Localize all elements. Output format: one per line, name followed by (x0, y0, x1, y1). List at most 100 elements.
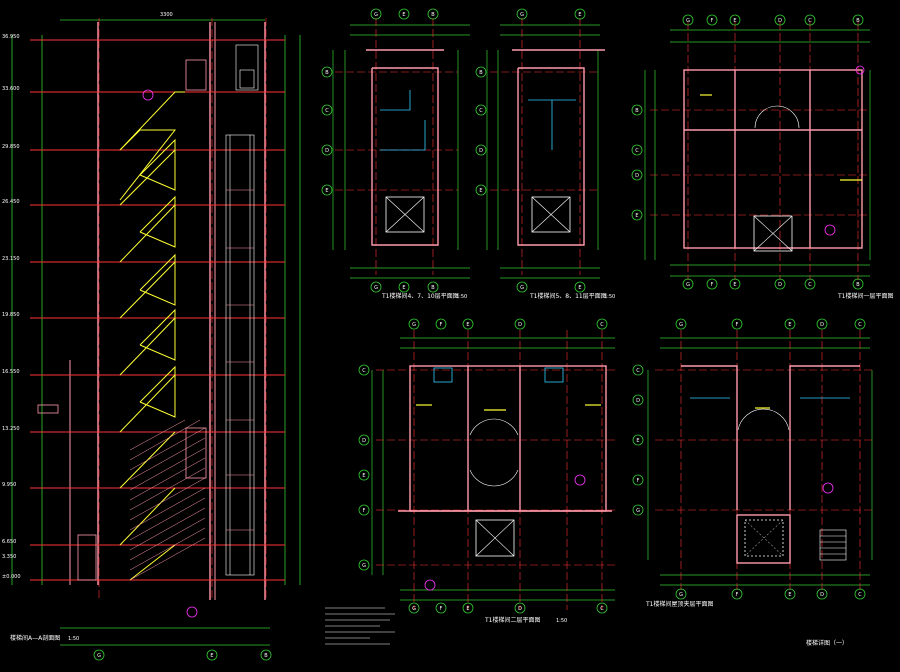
svg-text:E: E (402, 285, 405, 291)
svg-text:C: C (635, 148, 639, 154)
svg-text:C: C (808, 282, 812, 288)
svg-text:D: D (636, 398, 640, 404)
plan3-grid-bottom-bubble: G (682, 278, 694, 290)
svg-text:C: C (600, 322, 604, 328)
svg-text:C: C (325, 108, 329, 114)
section-level-label: 9.950 (2, 482, 16, 488)
svg-text:E: E (733, 282, 736, 288)
plan3-grid-bottom-bubble: C (804, 278, 816, 290)
plan5-grid-top-bubble: F (731, 318, 743, 330)
plan5-grid-bottom-bubble: C (854, 588, 866, 600)
plan4-grid-top-bubble: D (514, 318, 526, 330)
plan4-grid-top-bubble: C (596, 318, 608, 330)
svg-text:F: F (440, 322, 443, 328)
plan5-grid-side-bubble: G (632, 504, 644, 516)
section-view: 3300 (2, 12, 395, 661)
plan5-grid-side-bubble: F (632, 474, 644, 486)
plan2-title: T1楼梯间5、8、11层平面图 (529, 292, 607, 300)
plan3-grid-top-bubble: E (729, 14, 741, 26)
svg-text:E: E (479, 188, 482, 194)
plan4-grid-bottom-bubble: C (596, 602, 608, 614)
plan3-grid-bottom-bubble: E (729, 278, 741, 290)
svg-text:F: F (736, 592, 739, 598)
plan2-grid-bottom-bubble: G (516, 281, 528, 293)
svg-text:B: B (479, 70, 483, 76)
plan1-scale: 1:50 (456, 294, 467, 300)
svg-text:D: D (820, 322, 824, 328)
svg-text:F: F (363, 508, 366, 514)
svg-text:E: E (578, 12, 581, 18)
plan3-grid-top-bubble: B (852, 14, 864, 26)
section-level-label: 16.550 (2, 369, 20, 375)
svg-text:E: E (325, 188, 328, 194)
plan2-scale: 1:50 (604, 294, 615, 300)
svg-text:F: F (711, 18, 714, 24)
svg-text:E: E (733, 18, 736, 24)
svg-text:G: G (520, 285, 524, 291)
svg-text:E: E (636, 438, 639, 444)
plan2-grid-side-bubble: E (475, 184, 487, 196)
plan3-grid-side-bubble: E (631, 209, 643, 221)
section-level-label: 6.650 (2, 539, 16, 545)
plan5-title: T1楼梯间屋顶夹层平面图 (645, 600, 713, 608)
svg-text:G: G (679, 592, 683, 598)
plan2-grid-side-bubble: C (475, 104, 487, 116)
svg-text:C: C (636, 368, 640, 374)
plan1-grid-side-bubble: B (321, 66, 333, 78)
plan3-grid-top-bubble: F (706, 14, 718, 26)
svg-text:C: C (362, 368, 366, 374)
plan3-grid-top-bubble: D (774, 14, 786, 26)
svg-text:F: F (637, 478, 640, 484)
section-level-label: 26.450 (2, 199, 20, 205)
svg-text:C: C (808, 18, 812, 24)
svg-text:C: C (858, 592, 862, 598)
svg-text:D: D (778, 282, 782, 288)
svg-text:G: G (686, 282, 690, 288)
plan4-grid-side-bubble: E (358, 469, 370, 481)
svg-text:G: G (97, 653, 101, 659)
plan3-grid-side-bubble: B (631, 104, 643, 116)
section-levels: 36.95033.60029.85026.45023.15019.85016.5… (2, 34, 21, 580)
plan4-title: T1楼梯间二层平面图 (484, 616, 540, 624)
plan4-grid-side-bubble: F (358, 504, 370, 516)
svg-text:D: D (820, 592, 824, 598)
svg-text:E: E (402, 12, 405, 18)
svg-text:F: F (711, 282, 714, 288)
plan1-grid-side-bubble: C (321, 104, 333, 116)
plan5-grid-side-bubble: C (632, 364, 644, 376)
plan1-grid-bottom-bubble: G (370, 281, 382, 293)
plan4-grid-bottom-bubble: D (514, 602, 526, 614)
svg-text:E: E (635, 213, 638, 219)
section-grid-bubble: E (206, 649, 218, 661)
plan4-grid-bottom-bubble: G (408, 602, 420, 614)
plan2-grid-bottom-bubble: E (574, 281, 586, 293)
plan2-grid-top-bubble: E (574, 8, 586, 20)
plan4-scale: 1:50 (556, 618, 567, 624)
plan4-grid-side-bubble: C (358, 364, 370, 376)
plan3-grid-top-bubble: G (682, 14, 694, 26)
plan3-grid-bottom-bubble: F (706, 278, 718, 290)
plan1-grid-bottom-bubble: E (398, 281, 410, 293)
section-grid-bubble: B (260, 649, 272, 661)
plan4-grid-bottom-bubble: F (435, 602, 447, 614)
svg-text:D: D (362, 438, 366, 444)
plan3-grid-top-bubble: C (804, 14, 816, 26)
svg-text:C: C (858, 322, 862, 328)
section-level-label: 29.850 (2, 144, 20, 150)
svg-text:G: G (374, 12, 378, 18)
svg-text:D: D (778, 18, 782, 24)
svg-text:E: E (788, 322, 791, 328)
svg-text:B: B (325, 70, 329, 76)
plan2-grid-side-bubble: B (475, 66, 487, 78)
plan4-grid-side-bubble: D (358, 434, 370, 446)
svg-text:G: G (686, 18, 690, 24)
plan1-grid-top-bubble: E (398, 8, 410, 20)
